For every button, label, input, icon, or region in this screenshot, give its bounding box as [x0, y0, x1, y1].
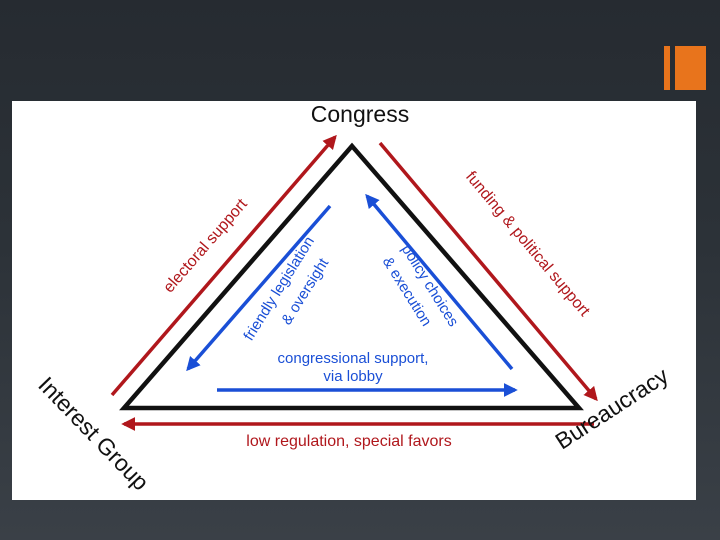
accent-bar-thin: [664, 46, 670, 90]
diagram-canvas: Congress Interest Group Bureaucracy elec…: [33, 101, 673, 496]
arrow-electoral-support: [110, 134, 337, 397]
vertex-label-interest-group: Interest Group: [33, 372, 154, 496]
vertex-label-congress: Congress: [311, 101, 409, 127]
arrow-friendly-legislation: [186, 204, 332, 372]
label-via-lobby: via lobby: [323, 368, 383, 385]
label-low-regulation: low regulation, special favors: [246, 433, 451, 450]
arrow-funding-political-support: [378, 141, 598, 402]
iron-triangle-diagram: Congress Interest Group Bureaucracy elec…: [12, 101, 696, 500]
slide-accent-bars: [664, 46, 706, 90]
label-congressional-support: congressional support,: [278, 350, 429, 367]
triangle-outline: [119, 142, 584, 411]
accent-bar-thick: [675, 46, 706, 90]
label-electoral-support: electoral support: [160, 195, 251, 296]
arrow-policy-choices: [365, 193, 514, 371]
